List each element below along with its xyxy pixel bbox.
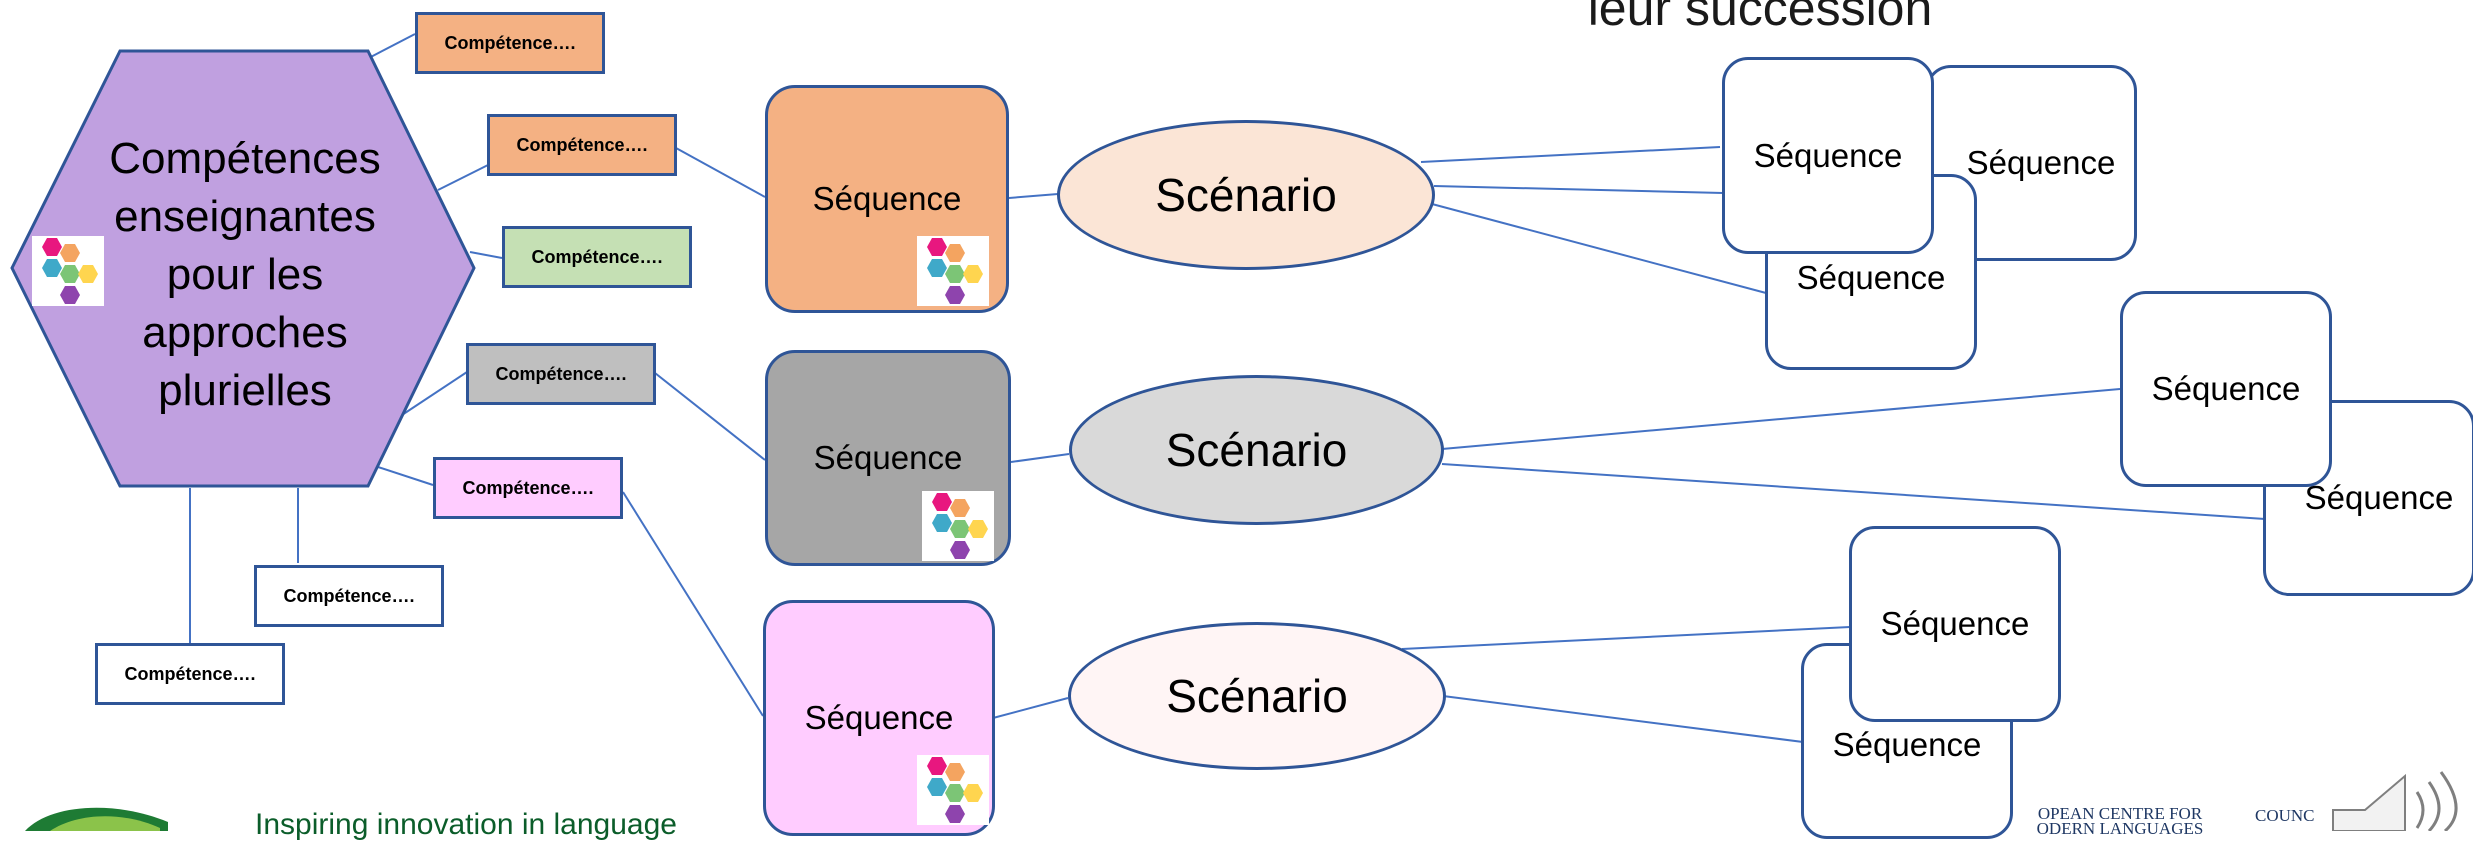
hexagon-label: Compétences enseignantes pour les approc… — [80, 125, 410, 425]
competences-hexagon — [10, 49, 476, 488]
competence-box-4: Compétence…. — [466, 343, 656, 405]
sub-sequence-1: Séquence — [1722, 57, 1934, 254]
speaker-icon[interactable] — [2325, 762, 2473, 831]
ecml-line-2: ODERN LANGUAGES — [2036, 819, 2204, 838]
hexagon-label-line-1: Compétences — [109, 134, 381, 183]
hexagon-cluster-logo-icon — [922, 491, 994, 561]
sub-sequence-2-label: Séquence — [1966, 144, 2116, 181]
hexagon-cluster-logo-icon — [917, 236, 989, 306]
competence-box-6: Compétence…. — [254, 565, 444, 627]
connector-c2-seq1 — [675, 147, 766, 198]
hexagon-cluster-logo-icon — [32, 236, 104, 306]
competence-box-7: Compétence…. — [95, 643, 285, 705]
hexagon-label-line-5: plurielles — [158, 366, 332, 415]
connector-c5-seq3 — [622, 491, 764, 717]
hexagon-label-line-3: pour les — [166, 250, 324, 299]
competence-box-1: Compétence…. — [415, 12, 605, 74]
connector-seq3-scen3 — [992, 697, 1069, 719]
connector-scen3-sub7 — [1442, 695, 1804, 743]
main-sequence-1-label: Séquence — [812, 180, 962, 217]
connector-hex-c4 — [401, 371, 468, 416]
connector-scen1-sub3 — [1431, 203, 1767, 294]
hexagon-label-line-2: enseignantes — [114, 192, 376, 241]
connector-hex-c5 — [371, 464, 434, 486]
connector-hex-c2 — [437, 164, 489, 191]
hexagon-cluster-logo-icon — [917, 755, 989, 825]
sub-sequence-6-label: Séquence — [1880, 605, 2030, 642]
connector-scen2-sub5 — [1441, 463, 2266, 520]
slide-canvas: leur succession Compétences enseignantes… — [10, 0, 2473, 841]
sub-sequence-5-label: Séquence — [2304, 479, 2454, 516]
hexagon-label-line-4: approches — [142, 308, 348, 357]
sub-sequence-7-label: Séquence — [1832, 726, 1982, 763]
sub-sequence-6: Séquence — [1849, 526, 2061, 722]
sub-sequence-4: Séquence — [2120, 291, 2332, 487]
connector-scen1-sub2 — [1433, 185, 1724, 194]
connector-hex-c3 — [469, 251, 503, 259]
sub-sequence-1-label: Séquence — [1753, 136, 1903, 174]
connector-scen3-sub6 — [1401, 626, 1851, 650]
scenario-2: Scénario — [1069, 375, 1444, 525]
connector-c4-seq2 — [654, 372, 766, 461]
competence-box-2: Compétence…. — [487, 114, 677, 176]
scenario-1-label: Scénario — [1155, 169, 1337, 221]
connector-seq1-scen1 — [1008, 193, 1059, 199]
footer-tagline: Inspiring innovation in language — [255, 808, 677, 841]
connector-scen2-sub4 — [1441, 388, 2121, 450]
leaf-logo-icon — [25, 807, 168, 831]
competence-box-5: Compétence…. — [433, 457, 623, 519]
slide-title-fragment: leur succession — [1587, 0, 1933, 36]
scenario-1: Scénario — [1057, 120, 1435, 270]
connector-lines — [189, 33, 2266, 743]
scenario-3: Scénario — [1068, 622, 1446, 770]
connector-seq2-scen2 — [1010, 453, 1070, 463]
main-sequence-3-label: Séquence — [804, 699, 954, 736]
ecml-logo-text: OPEAN CENTRE FOR ODERN LANGUAGES — [2010, 804, 2230, 838]
sub-sequence-3-label: Séquence — [1796, 259, 1946, 296]
scenario-2-label: Scénario — [1165, 424, 1348, 476]
main-sequence-2-label: Séquence — [813, 439, 963, 476]
ecml-line-1: OPEAN CENTRE FOR — [2037, 804, 2203, 823]
sub-sequence-4-label: Séquence — [2151, 370, 2301, 407]
connector-hex-c1 — [364, 33, 416, 61]
scenario-3-label: Scénario — [1166, 670, 1348, 722]
competence-box-3: Compétence…. — [502, 226, 692, 288]
connector-scen1-sub1 — [1420, 146, 1721, 163]
coe-logo-text: COUNC — [2255, 806, 2315, 825]
